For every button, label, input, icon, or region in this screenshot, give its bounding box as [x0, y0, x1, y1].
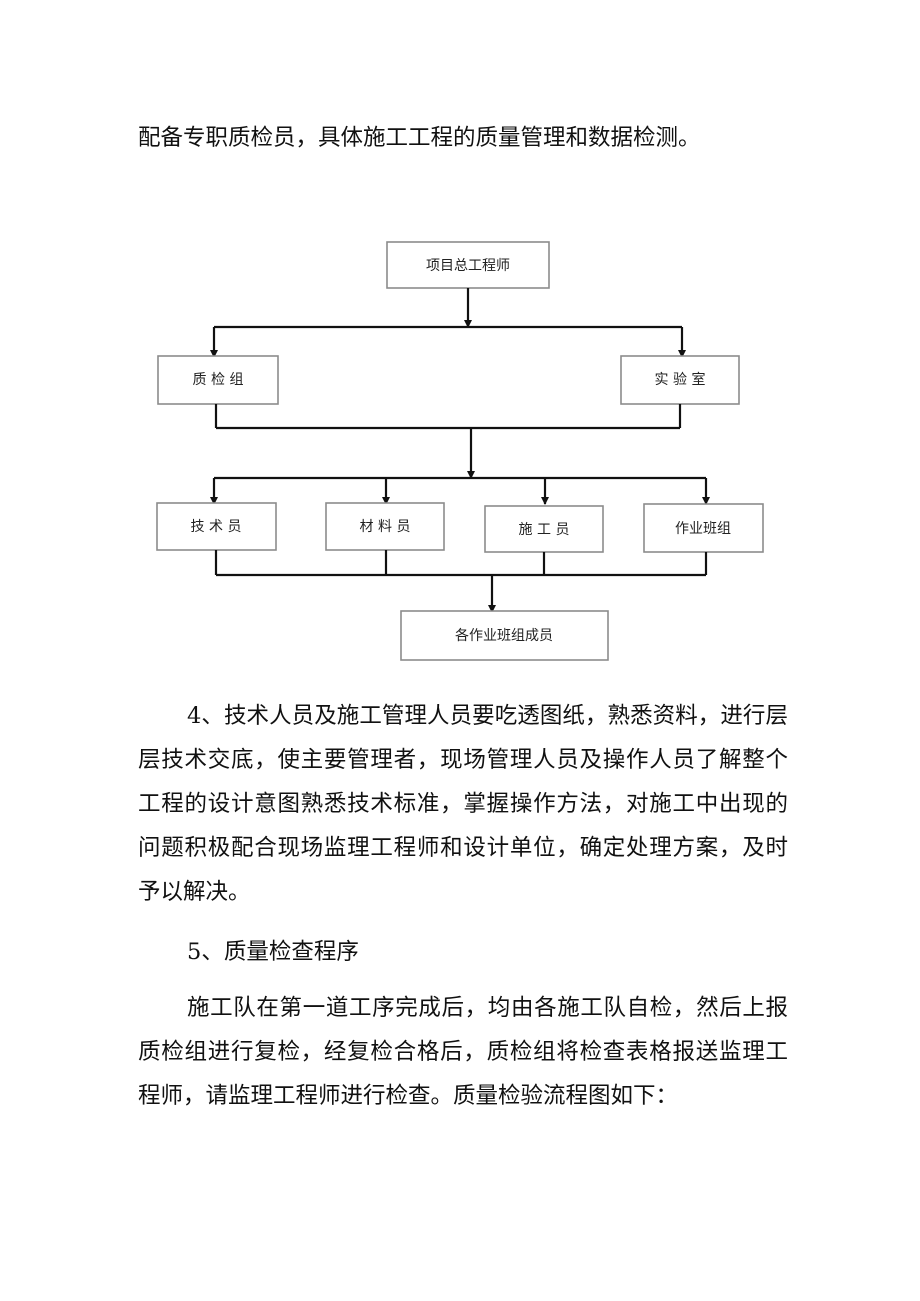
team-members-node: 各作业班组成员	[400, 610, 609, 661]
laboratory-label: 实 验 室	[655, 371, 706, 388]
chief-engineer-node: 项目总工程师	[386, 241, 550, 289]
work-team-node: 作业班组	[643, 503, 764, 553]
team-members-label: 各作业班组成员	[455, 628, 553, 644]
chief-engineer-label: 项目总工程师	[426, 258, 510, 274]
paragraph-4: 4、技术人员及施工管理人员要吃透图纸，熟悉资料，进行层层技术交底，使主要管理者，…	[138, 703, 788, 905]
technician-node: 技 术 员	[156, 502, 277, 551]
material-staff-label: 材 料 员	[360, 519, 411, 535]
paragraph-5: 施工队在第一道工序完成后，均由各施工队自检，然后上报质检组进行复检，经复检合格后…	[138, 995, 788, 1109]
construction-staff-label: 施 工 员	[519, 522, 570, 538]
quality-group-node: 质 检 组	[157, 355, 279, 405]
intro-paragraph: 配备专职质检员，具体施工工程的质量管理和数据检测。	[138, 125, 701, 151]
material-staff-node: 材 料 员	[325, 502, 445, 551]
laboratory-node: 实 验 室	[620, 355, 740, 405]
section-5-heading: 5、质量检查程序	[187, 939, 359, 965]
work-team-label: 作业班组	[675, 521, 731, 537]
construction-staff-node: 施 工 员	[484, 505, 604, 553]
technician-label: 技 术 员	[191, 519, 242, 535]
quality-group-label: 质 检 组	[193, 372, 244, 388]
